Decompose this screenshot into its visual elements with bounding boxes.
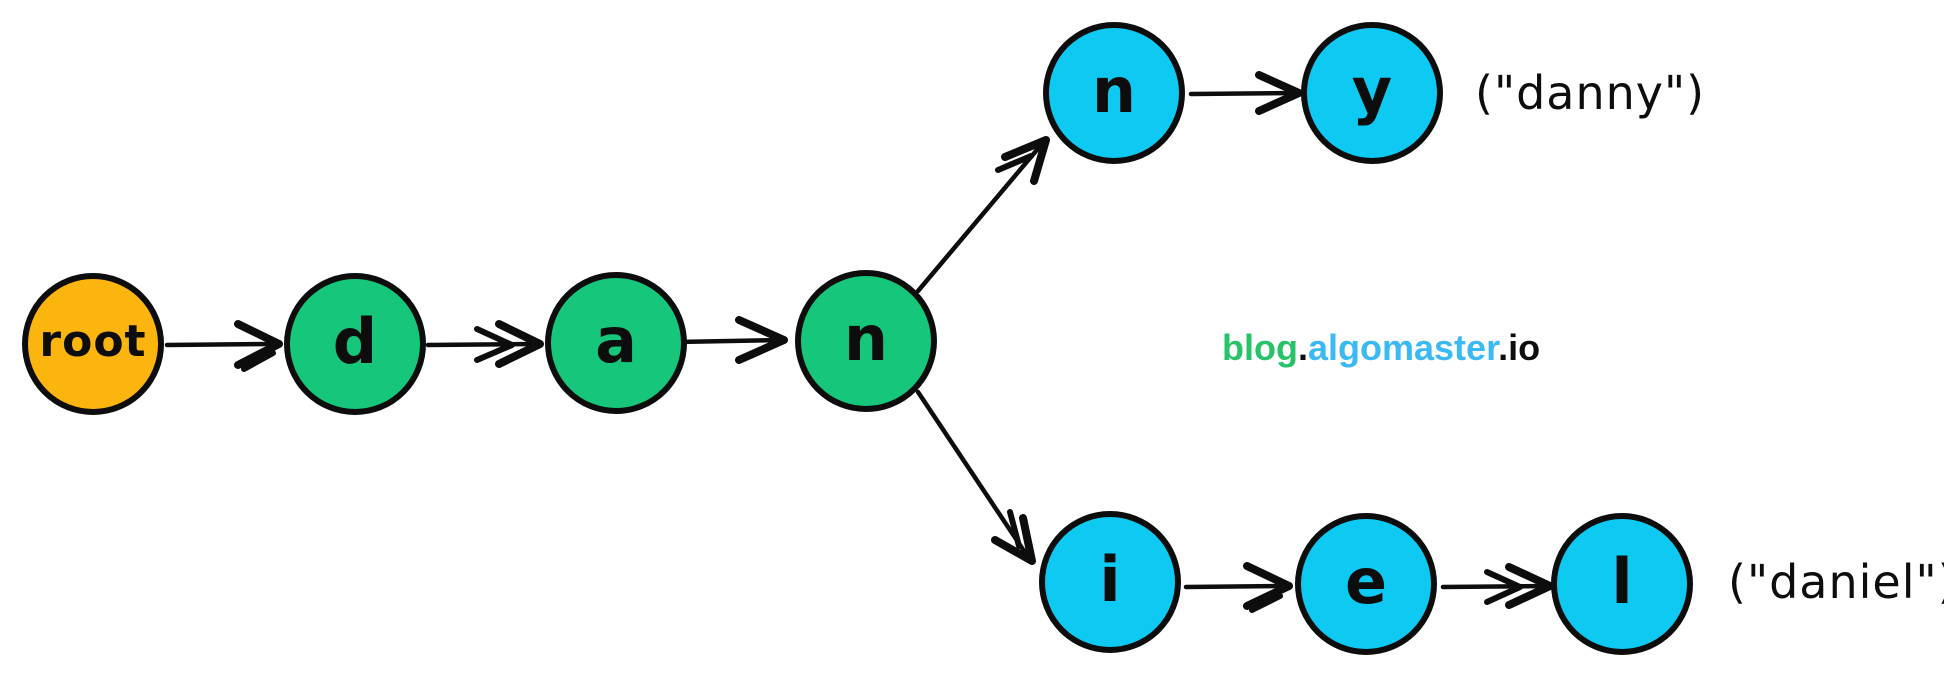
node-label-d: d (332, 305, 378, 378)
trie-node-e: e (1295, 513, 1437, 655)
watermark-algomaster: algomaster (1308, 327, 1499, 368)
trie-node-i: i (1039, 511, 1181, 653)
trie-node-y: y (1301, 22, 1443, 164)
arrow-root-d (164, 320, 283, 372)
trie-node-root: root (22, 273, 164, 415)
node-label-root: root (39, 316, 147, 367)
node-label-l: l (1611, 545, 1633, 618)
node-label-n2: n (1091, 54, 1137, 127)
arrow-n-i (915, 389, 1036, 565)
node-label-a: a (595, 304, 637, 377)
watermark-io: io (1508, 327, 1541, 368)
arrow-n-n2 (915, 136, 1050, 294)
arrow-d-a (425, 320, 544, 368)
node-label-e: e (1344, 545, 1388, 618)
node-label-y: y (1351, 54, 1393, 127)
trie-node-n: n (795, 270, 937, 412)
trie-node-a: a (545, 272, 687, 414)
trie-node-l: l (1551, 513, 1693, 655)
trie-node-n2: n (1043, 22, 1185, 164)
arrow-i-e (1183, 562, 1293, 613)
word-label-danny: ("danny") (1475, 66, 1706, 120)
word-label-daniel: ("daniel") (1728, 555, 1944, 609)
watermark-blog: blog (1222, 327, 1298, 368)
watermark-dot-2: . (1498, 327, 1509, 368)
arrow-n2-y (1188, 71, 1303, 115)
node-label-i: i (1099, 543, 1121, 616)
node-label-n: n (843, 302, 889, 375)
arrow-a-n (673, 316, 788, 364)
watermark-blog-algomaster-io: blog.algomaster.io (1222, 327, 1540, 368)
watermark-dot-1: . (1297, 327, 1308, 368)
arrow-e-l (1440, 563, 1554, 609)
trie-node-d: d (284, 273, 426, 415)
